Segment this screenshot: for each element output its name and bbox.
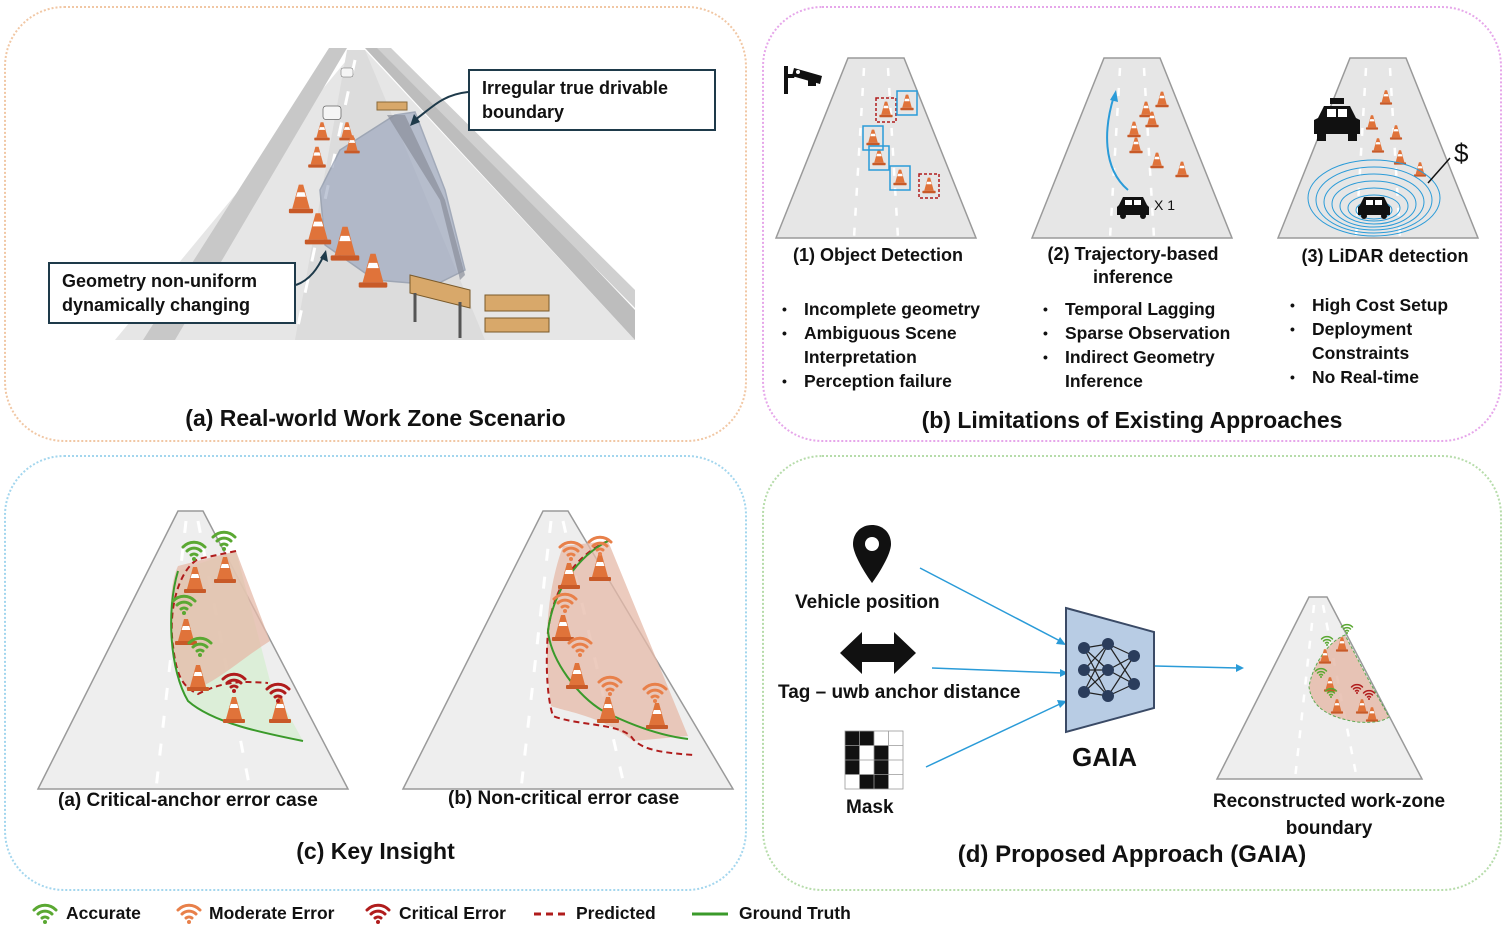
- caption-c: (c) Key Insight: [296, 838, 455, 864]
- wifi-icon: [176, 903, 202, 926]
- input-tag-anchor-distance: Tag – uwb anchor distance: [778, 682, 1021, 703]
- bullet-item: Ambiguous Scene Interpretation: [778, 321, 1014, 369]
- panel-b: [762, 6, 1502, 442]
- input-arrows: [919, 567, 1244, 768]
- cctv-icon: [784, 66, 822, 94]
- output-label: Reconstructed work-zone boundary: [1212, 791, 1446, 839]
- bullet-item: Sparse Observation: [1039, 321, 1254, 345]
- bullet-item: High Cost Setup: [1286, 293, 1476, 317]
- critical-error-case-label: (a) Critical-anchor error case: [58, 790, 318, 811]
- legend-predicted: Predicted: [576, 903, 656, 923]
- caption-d: (d) Proposed Approach (GAIA): [957, 841, 1307, 868]
- input-vehicle-position: Vehicle position: [795, 592, 940, 613]
- legend-critical-error: Critical Error: [399, 903, 506, 923]
- ground-truth-line-swatch: [692, 912, 728, 916]
- input-mask: Mask: [846, 797, 894, 818]
- predicted-line-swatch: [534, 912, 568, 916]
- bullet-item: Indirect Geometry Inference: [1039, 345, 1254, 393]
- road-critical-error: [36, 510, 350, 790]
- panel-a: [4, 6, 747, 442]
- caption-a: (a) Real-world Work Zone Scenario: [185, 405, 566, 431]
- bullets-trajectory: Temporal Lagging Sparse Observation Indi…: [1039, 297, 1254, 393]
- bullet-item: No Real-time: [1286, 365, 1476, 389]
- neural-network-icon: [1065, 606, 1155, 734]
- bullets-object-detection: Incomplete geometry Ambiguous Scene Inte…: [778, 297, 1014, 393]
- bullet-item: Incomplete geometry: [778, 297, 1014, 321]
- method-title-3: (3) LiDAR detection: [1301, 246, 1469, 266]
- road-trajectory: [1030, 57, 1234, 239]
- callout-arrows-a: [295, 91, 469, 286]
- noncritical-error-case-label: (b) Non-critical error case: [448, 788, 680, 809]
- legend-accurate: Accurate: [66, 903, 141, 923]
- legend-ground-truth: Ground Truth: [739, 903, 851, 923]
- mask-grid-icon: [844, 730, 904, 790]
- bullets-lidar: High Cost Setup Deployment Constraints N…: [1286, 293, 1476, 389]
- method-title-2: (2) Trajectory-based inference: [1047, 244, 1219, 287]
- bullet-item: Temporal Lagging: [1039, 297, 1254, 321]
- callout-irregular-boundary: Irregular true drivable boundary: [468, 69, 716, 131]
- wifi-icon: [365, 903, 391, 926]
- caption-b: (b) Limitations of Existing Approaches: [921, 407, 1343, 433]
- callout-geometry-nonuniform: Geometry non-uniform dynamically changin…: [48, 262, 296, 324]
- cost-symbol: $: [1454, 138, 1469, 168]
- panel-c: [4, 455, 747, 891]
- legend-moderate-error: Moderate Error: [209, 903, 335, 923]
- bullet-item: Perception failure: [778, 369, 1014, 393]
- wifi-icon: [32, 903, 58, 926]
- location-pin-icon: [853, 525, 891, 583]
- panel-d: [762, 455, 1502, 891]
- road-lidar: [1276, 57, 1480, 239]
- double-arrow-icon: [840, 632, 916, 674]
- model-name: GAIA: [1072, 742, 1137, 772]
- vehicle-count-label: X 1: [1154, 197, 1176, 213]
- bullet-item: Deployment Constraints: [1286, 317, 1476, 365]
- road-noncritical-error: [401, 510, 735, 790]
- road-object-detection: [774, 57, 978, 239]
- method-title-1: (1) Object Detection: [792, 245, 964, 265]
- taxi-icon: [1314, 98, 1360, 141]
- road-reconstructed: [1215, 596, 1424, 780]
